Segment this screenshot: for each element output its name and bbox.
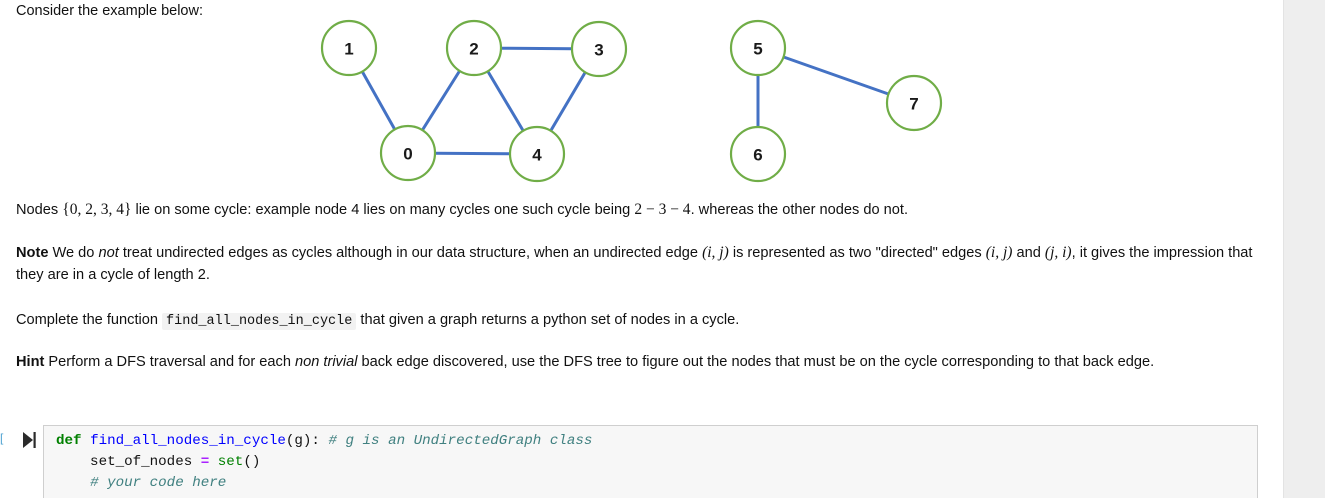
intro-text: Consider the example below:: [16, 3, 203, 19]
graph-edge-2-4: [485, 68, 526, 134]
nodes-mid: lie on some cycle: example node 4 lies o…: [131, 202, 635, 218]
code-token-0-0: def: [56, 433, 91, 449]
graph-figure: 1 2 3 0 4 5 7 6: [300, 8, 980, 190]
graph-svg: 1 2 3 0 4 5 7 6: [320, 19, 943, 183]
graph-node-circle-6: [729, 125, 787, 183]
graph-node-label-7: 7: [909, 95, 918, 114]
graph-edge-2-0: [420, 68, 462, 133]
paragraph-hint: Hint Perform a DFS traversal and for eac…: [16, 352, 1261, 374]
note-seg5: , it gives the impression that they are …: [16, 245, 1253, 283]
graph-node-circle-7: [885, 74, 943, 132]
graph-node-4: 4: [508, 125, 566, 183]
hint-seg1: Perform a DFS traversal and for each: [44, 354, 295, 370]
inline-code-function-name: find_all_nodes_in_cycle: [162, 313, 357, 330]
code-cell[interactable]: [ def find_all_nodes_in_cycle(g): # g is…: [0, 425, 1283, 498]
note-math-ji: (j, i): [1044, 244, 1072, 261]
note-label: Note: [16, 245, 49, 261]
graph-node-5: 5: [729, 19, 787, 77]
cell-selection-marker: [: [0, 431, 4, 445]
code-token-0-2: (g):: [285, 433, 329, 449]
code-token-2-1: # your code here: [90, 475, 227, 491]
code-token-1-3: set: [217, 454, 244, 470]
graph-node-6: 6: [729, 125, 787, 183]
nodes-tail: . whereas the other nodes do not.: [690, 202, 908, 218]
code-token-1-0: set_of_nodes: [56, 454, 201, 470]
func-tail: that given a graph returns a python set …: [356, 312, 740, 328]
hint-label: Hint: [16, 354, 45, 370]
play-icon: [23, 432, 36, 448]
graph-node-label-6: 6: [753, 146, 762, 165]
nodes-set: {0, 2, 3, 4}: [62, 201, 132, 218]
paragraph-nodes-on-cycle: Nodes {0, 2, 3, 4} lie on some cycle: ex…: [16, 199, 1261, 222]
code-token-1-2: [209, 454, 218, 470]
note-seg3: is represented as two "directed" edges: [728, 245, 986, 261]
code-token-0-3: # g is an UndirectedGraph class: [328, 433, 593, 449]
paragraph-complete-function: Complete the function find_all_nodes_in_…: [16, 310, 1261, 333]
hint-seg2: back edge discovered, use the DFS tree t…: [357, 354, 1155, 370]
run-cell-button[interactable]: [21, 430, 37, 450]
graph-node-circle-0: [379, 124, 437, 182]
graph-node-circle-4: [508, 125, 566, 183]
graph-node-circle-1: [320, 19, 378, 77]
graph-node-label-2: 2: [469, 40, 478, 59]
graph-node-2: 2: [445, 19, 503, 77]
graph-edge-1-0: [360, 69, 397, 132]
code-token-1-4: (): [243, 454, 261, 470]
code-text[interactable]: def find_all_nodes_in_cycle(g): # g is a…: [44, 426, 1257, 494]
graph-node-circle-3: [570, 20, 628, 78]
graph-node-circle-2: [445, 19, 503, 77]
graph-node-7: 7: [885, 74, 943, 132]
graph-node-3: 3: [570, 20, 628, 78]
nodes-cycle: 2 − 3 − 4: [634, 201, 691, 218]
graph-node-label-5: 5: [753, 40, 762, 59]
note-seg1: We do: [48, 245, 99, 261]
graph-edge-2-3: [498, 46, 575, 51]
graph-node-0: 0: [379, 124, 437, 182]
note-seg2: treat undirected edges as cycles althoug…: [118, 245, 703, 261]
graph-edge-0-4: [432, 151, 513, 156]
right-gutter: [1283, 0, 1325, 498]
graph-node-label-3: 3: [594, 41, 603, 60]
notebook-page: Consider the example below: 1 2 3 0 4 5 7 6 Nod…: [0, 3, 1283, 498]
graph-edge-3-4: [548, 69, 588, 134]
graph-edge-5-7: [781, 55, 891, 96]
graph-node-1: 1: [320, 19, 378, 77]
graph-node-circle-5: [729, 19, 787, 77]
graph-node-label-1: 1: [344, 40, 353, 59]
code-token-2-0: [56, 475, 90, 491]
graph-node-label-4: 4: [532, 146, 542, 165]
code-token-1-1: =: [200, 454, 210, 470]
note-seg4: and: [1012, 245, 1045, 261]
nodes-lead: Nodes: [16, 202, 63, 218]
graph-node-label-0: 0: [403, 145, 412, 164]
note-math-ij-1: (i, j): [702, 244, 729, 261]
paragraph-note: Note We do not treat undirected edges as…: [16, 242, 1261, 286]
note-emphasis-not: not: [98, 245, 119, 261]
func-lead: Complete the function: [16, 312, 163, 328]
code-token-0-1: find_all_nodes_in_cycle: [90, 433, 286, 449]
code-editor[interactable]: def find_all_nodes_in_cycle(g): # g is a…: [43, 425, 1258, 498]
note-math-ij-2: (i, j): [985, 244, 1013, 261]
hint-emphasis-non-trivial: non trivial: [295, 354, 358, 370]
